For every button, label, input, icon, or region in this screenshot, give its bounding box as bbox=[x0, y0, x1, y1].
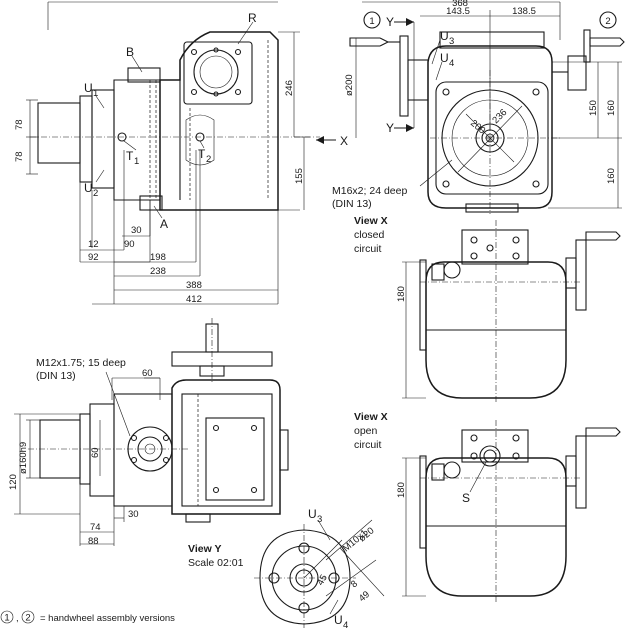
label-u3-detail-sub: 3 bbox=[317, 514, 322, 525]
dim-180-closed: 180 bbox=[396, 286, 407, 302]
footnote-circle-1: 1 bbox=[4, 613, 9, 624]
circle-1: 1 bbox=[369, 16, 374, 27]
view-x-closed-line2: circuit bbox=[354, 243, 382, 255]
dim-12: 12 bbox=[88, 239, 99, 250]
label-y-bottom: Y bbox=[386, 121, 394, 135]
view-x-closed-labels: View X closed circuit 180 bbox=[354, 215, 407, 302]
view-x-closed-title: View X bbox=[354, 215, 388, 227]
dim-78-top: 78 bbox=[14, 119, 25, 130]
label-u2: U bbox=[84, 181, 93, 195]
dim-74: 74 bbox=[90, 522, 101, 533]
dim-238: 238 bbox=[150, 266, 166, 277]
label-u4: U bbox=[440, 51, 449, 65]
label-u3-sub: 3 bbox=[449, 36, 454, 47]
label-u1: U bbox=[84, 81, 93, 95]
dim-155: 155 bbox=[294, 168, 305, 184]
dim-368: 368 bbox=[452, 0, 468, 9]
front-face-labels: 1 2 Y Y U 3 U 4 368 143.5 138.5 ø200 200… bbox=[332, 0, 617, 210]
note-m16-line2: (DIN 13) bbox=[332, 198, 372, 210]
dim-180-open: 180 bbox=[396, 482, 407, 498]
label-u1-sub: 1 bbox=[93, 88, 98, 99]
label-t2-sub: 2 bbox=[206, 154, 211, 165]
dim-90: 90 bbox=[124, 239, 135, 250]
label-u4-sub: 4 bbox=[449, 58, 454, 69]
dim-388: 388 bbox=[186, 280, 202, 291]
note-m12-line1: M12x1.75; 15 deep bbox=[36, 357, 126, 369]
footnote-circle-2: 2 bbox=[25, 613, 30, 624]
dim-88: 88 bbox=[88, 536, 99, 547]
view-x-open-labels: View X open circuit 180 S bbox=[354, 411, 470, 505]
label-u2-sub: 2 bbox=[93, 188, 98, 199]
label-u3-detail: U bbox=[308, 507, 317, 521]
view-x-open-title: View X bbox=[354, 411, 388, 423]
bottom-front-view bbox=[14, 318, 289, 546]
front-face-view bbox=[349, 1, 625, 214]
dim-200: 200 bbox=[468, 118, 487, 137]
dim-o200: ø200 bbox=[344, 74, 355, 96]
view-x-open bbox=[402, 420, 621, 602]
dim-143-5: 143.5 bbox=[446, 6, 470, 17]
footnote-text: = handwheel assembly versions bbox=[40, 613, 175, 624]
dim-246: 246 bbox=[284, 80, 295, 96]
view-y-detail-labels: View Y Scale 02:01 U 3 U 4 ø20 M10x1 45 … bbox=[188, 507, 376, 630]
footnote-comma: , bbox=[16, 613, 19, 624]
view-y-title: View Y bbox=[188, 543, 221, 555]
label-s: S bbox=[462, 491, 470, 505]
dim-o160h9: ø160h9 bbox=[18, 442, 29, 474]
side-view-labels: R B U 1 U 2 T 1 T 2 A X 78 78 246 155 30… bbox=[14, 11, 348, 305]
dim-150: 150 bbox=[588, 100, 599, 116]
label-t1: T bbox=[126, 149, 134, 163]
dim-49: 49 bbox=[357, 589, 372, 604]
view-x-closed-line1: closed bbox=[354, 229, 385, 241]
dim-120: 120 bbox=[8, 474, 19, 490]
dim-412: 412 bbox=[186, 294, 202, 305]
label-r: R bbox=[248, 11, 257, 25]
view-x-open-line2: circuit bbox=[354, 439, 382, 451]
dim-45: 45 bbox=[315, 573, 330, 588]
view-x-closed bbox=[402, 220, 621, 404]
label-y-top: Y bbox=[386, 15, 394, 29]
dim-92: 92 bbox=[88, 252, 99, 263]
dim-30: 30 bbox=[131, 225, 142, 236]
label-b: B bbox=[126, 45, 134, 59]
dim-160-lower: 160 bbox=[606, 168, 617, 184]
dim-60-side: 60 bbox=[90, 447, 101, 458]
label-t1-sub: 1 bbox=[134, 156, 139, 167]
view-x-open-line1: open bbox=[354, 425, 378, 437]
dim-8: 8 bbox=[349, 578, 360, 590]
side-view bbox=[26, 1, 336, 305]
circle-2: 2 bbox=[605, 16, 610, 27]
dim-236: 236 bbox=[490, 107, 509, 126]
dim-60-top: 60 bbox=[142, 368, 153, 379]
dim-198: 198 bbox=[150, 252, 166, 263]
label-u3: U bbox=[440, 29, 449, 43]
bottom-front-labels: M12x1.75; 15 deep (DIN 13) 60 ø160h9 60 … bbox=[8, 357, 153, 547]
label-t2: T bbox=[198, 147, 206, 161]
label-u4-detail: U bbox=[334, 613, 343, 627]
dim-138-5: 138.5 bbox=[512, 6, 536, 17]
dim-78-bottom: 78 bbox=[14, 151, 25, 162]
view-y-detail bbox=[254, 519, 385, 628]
note-m16-line1: M16x2; 24 deep bbox=[332, 185, 407, 197]
note-m12-line2: (DIN 13) bbox=[36, 370, 76, 382]
dim-160-upper: 160 bbox=[606, 100, 617, 116]
dim-30-bottom: 30 bbox=[128, 509, 139, 520]
label-u4-detail-sub: 4 bbox=[343, 620, 348, 630]
label-a: A bbox=[160, 217, 168, 231]
view-y-subtitle: Scale 02:01 bbox=[188, 557, 244, 569]
footnote: 1 , 2 = handwheel assembly versions bbox=[0, 610, 175, 624]
label-x: X bbox=[340, 134, 348, 148]
